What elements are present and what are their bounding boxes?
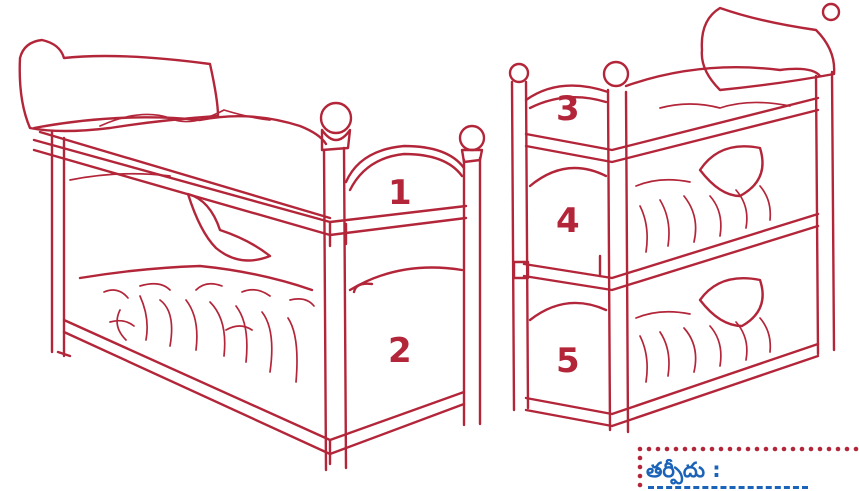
border-dot: [845, 447, 850, 452]
border-dot: [674, 447, 679, 452]
bunk-label-3: 3: [556, 89, 580, 129]
border-dot: [854, 447, 859, 452]
border-dot: [836, 447, 841, 452]
bunk-label-4: 4: [556, 201, 580, 241]
caption-text: తర్పీదు :: [646, 458, 721, 488]
border-dot: [809, 447, 814, 452]
caption-underline: [648, 486, 808, 489]
border-dot: [791, 447, 796, 452]
border-dot: [827, 447, 832, 452]
border-dot: [692, 447, 697, 452]
bunk-label-1: 1: [388, 173, 412, 213]
border-dot: [755, 447, 760, 452]
border-dot: [638, 456, 643, 461]
border-dot: [782, 447, 787, 452]
bunk-label-2: 2: [388, 331, 412, 371]
border-dot: [746, 447, 751, 452]
border-dot: [773, 447, 778, 452]
border-dot: [665, 447, 670, 452]
border-dot: [701, 447, 706, 452]
border-dot: [656, 447, 661, 452]
border-dot: [638, 483, 643, 488]
border-dot: [818, 447, 823, 452]
border-dot: [800, 447, 805, 452]
border-dot: [764, 447, 769, 452]
bunk-label-5: 5: [556, 341, 580, 381]
two-tier-bunk-bed: [20, 40, 484, 470]
border-dot: [647, 447, 652, 452]
border-dot: [638, 447, 643, 452]
border-dot: [638, 465, 643, 470]
border-dot: [737, 447, 742, 452]
border-dot: [719, 447, 724, 452]
border-dot: [683, 447, 688, 452]
border-dot: [638, 474, 643, 479]
border-dot: [728, 447, 733, 452]
border-dot: [710, 447, 715, 452]
